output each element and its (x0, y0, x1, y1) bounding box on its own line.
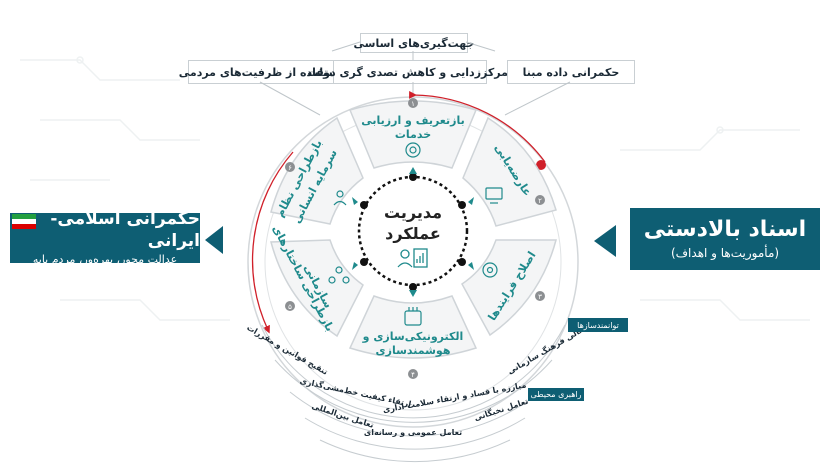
flow-arc-red (409, 91, 546, 163)
process-gear-icon (482, 262, 498, 278)
orientation-item-decentralization: تمرکززدایی و کاهش تصدی گری دولت (307, 60, 513, 84)
segment-number-badges (285, 98, 545, 379)
segment-1-label2: خدمات (395, 128, 431, 141)
environmental-tag: راهبری محیطی (528, 388, 584, 401)
segment-numbers: ۱ ۲ ۳ ۴ ۵ ۶ (288, 100, 542, 379)
human-capital-icon (333, 190, 347, 206)
right-banner-subtitle: (مأموریت‌ها و اهداف) (670, 246, 780, 260)
right-banner-title: اسناد بالادستی (643, 217, 807, 242)
diagnosis-icon (485, 187, 503, 204)
orientation-connectors (259, 41, 571, 116)
segment-4-label1: الکترونیکی‌سازی و (362, 330, 464, 343)
center-connectors (352, 167, 474, 297)
left-banner: حکمرانی اسلامی- ایرانی عدالت محور، بهره‌… (10, 209, 200, 266)
enablers-tag: توانمندسازها (568, 318, 628, 332)
flow-start-dot (536, 160, 546, 170)
bottom-arcs (261, 324, 566, 463)
smart-chip-icon (404, 307, 422, 326)
right-banner: اسناد بالادستی (مأموریت‌ها و اهداف) (630, 208, 820, 270)
segment-4-label2: هوشمندسازی (376, 344, 451, 357)
left-banner-title: حکمرانی اسلامی- ایرانی (50, 209, 200, 251)
center-text: مدیریت عملکرد (384, 203, 442, 243)
svg-text:۴: ۴ (411, 371, 415, 379)
svg-text:۵: ۵ (288, 303, 292, 311)
segment-1-label1: بازتعریف و ارزیابی (361, 114, 464, 127)
services-icon (405, 142, 421, 158)
segment-4-shape (348, 295, 478, 359)
left-banner-subtitle: عدالت محور، بهره‌ور، مردم پایه (32, 253, 178, 266)
segment-3-shape (461, 239, 557, 337)
orientation-item-data: حکمرانی داده مبنا (507, 60, 635, 84)
svg-text:۲: ۲ (538, 197, 542, 205)
svg-text:۱: ۱ (411, 100, 415, 108)
segments-group (270, 100, 557, 359)
segment-1-shape (348, 100, 478, 169)
flow-arc-red-left (251, 151, 294, 334)
center-line1: مدیریت (384, 203, 442, 222)
right-arrow-icon (594, 225, 616, 257)
orientation-item-public: استفاده از ظرفیت‌های مردمی (179, 60, 343, 84)
iran-flag-icon (12, 214, 36, 229)
segment-5-shape (270, 239, 364, 338)
env-public-media: تعامل عمومی و رسانه‌ای (364, 428, 462, 437)
left-arrow-icon (205, 226, 223, 254)
circuit-decoration (20, 56, 810, 321)
performance-icon (397, 248, 428, 268)
svg-text:۳: ۳ (538, 293, 542, 301)
center-line2: عملکرد (385, 224, 441, 243)
svg-text:۶: ۶ (288, 164, 292, 172)
orientation-title: جهت‌گیری‌های اساسی (354, 33, 474, 53)
org-structure-icon (328, 266, 350, 284)
center-nodes (360, 173, 466, 291)
segment-icons (328, 142, 503, 326)
